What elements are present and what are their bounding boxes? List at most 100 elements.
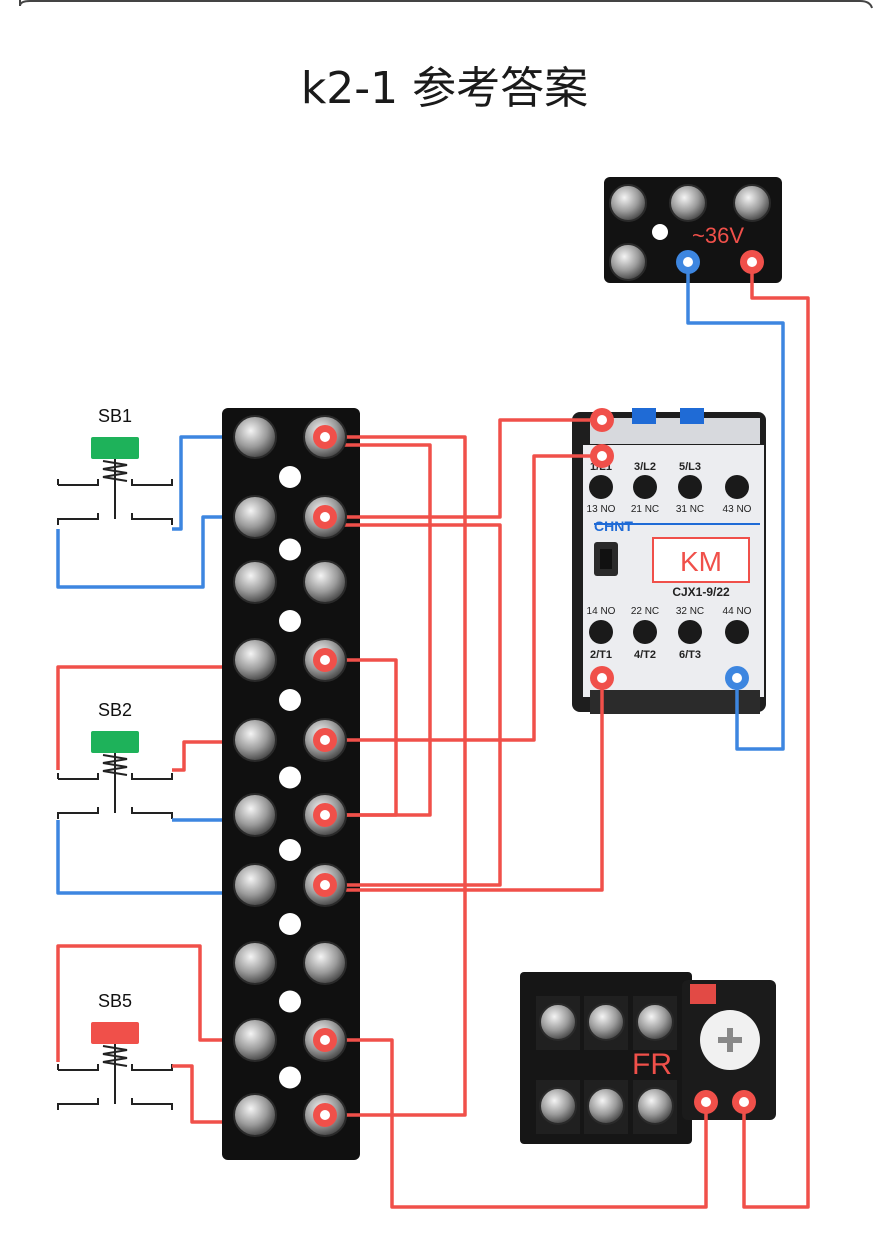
power-terminal-block: ~36V xyxy=(604,177,782,283)
connection-point-center xyxy=(320,1035,330,1045)
button-no-contact xyxy=(57,807,173,819)
overload-screw xyxy=(636,1087,674,1125)
power-label: ~36V xyxy=(692,223,744,248)
red-wire xyxy=(325,658,398,817)
contactor-top-terminal-label: 5/L3 xyxy=(679,461,701,473)
contactor-contact xyxy=(633,620,657,644)
button-nc-contact xyxy=(57,773,173,780)
overload-relay-fr: FR xyxy=(520,972,776,1144)
button-no-contact xyxy=(57,1098,173,1110)
overload-screw xyxy=(587,1003,625,1041)
contactor-model: CJX1-9/22 xyxy=(672,585,730,599)
contactor-name: KM xyxy=(680,546,722,577)
button-nc-contact xyxy=(57,479,173,486)
connection-point-center xyxy=(747,257,757,267)
red-wire xyxy=(325,418,602,519)
connection-point-center xyxy=(320,432,330,442)
connection-point-center xyxy=(597,673,607,683)
red-wire xyxy=(56,944,222,1062)
terminal-screw xyxy=(233,495,277,539)
button-label: SB2 xyxy=(98,700,132,720)
contactor-aux-label: 44 NO xyxy=(723,606,752,617)
terminal-hole xyxy=(279,689,301,711)
button-label: SB5 xyxy=(98,991,132,1011)
contactor-contact xyxy=(633,475,657,499)
red-wire xyxy=(325,454,602,742)
button-cap xyxy=(91,731,139,753)
terminal-screw xyxy=(233,1093,277,1137)
terminal-hole xyxy=(279,466,301,488)
overload-screw xyxy=(636,1003,674,1041)
terminal-hole xyxy=(279,538,301,561)
button-cap xyxy=(91,437,139,459)
power-screw xyxy=(609,243,647,281)
contactor-bottom-terminal-label: 2/T1 xyxy=(590,649,612,661)
page-title: k2-1 参考答案 xyxy=(300,63,589,114)
terminal-screw xyxy=(233,560,277,604)
connection-point-center xyxy=(320,1110,330,1120)
red-wire xyxy=(172,1064,222,1124)
terminal-hole xyxy=(279,990,301,1013)
contactor-contact xyxy=(725,620,749,644)
contactor-aux-label: 22 NC xyxy=(631,606,659,617)
contactor-contact xyxy=(589,620,613,644)
contactor-aux-label: 14 NO xyxy=(587,606,616,617)
blue-wire xyxy=(56,515,222,589)
terminal-screw xyxy=(233,718,277,762)
overload-name: FR xyxy=(632,1048,672,1081)
connection-point-center xyxy=(701,1097,711,1107)
contactor-bottom-terminal-label: 4/T2 xyxy=(634,649,656,661)
connection-point-center xyxy=(597,415,607,425)
contactor-contact xyxy=(678,475,702,499)
connection-point-center xyxy=(320,655,330,665)
terminal-screw xyxy=(233,863,277,907)
terminal-hole xyxy=(279,1066,301,1089)
power-screw xyxy=(609,184,647,222)
button-label: SB1 xyxy=(98,406,132,426)
terminal-hole xyxy=(279,766,301,789)
blue-wire xyxy=(56,820,222,895)
power-hole xyxy=(652,224,668,240)
overload-screw xyxy=(587,1087,625,1125)
terminal-hole xyxy=(279,610,301,632)
connection-point-center xyxy=(739,1097,749,1107)
connection-point-center xyxy=(732,673,742,683)
contactor-aux-label: 43 NO xyxy=(723,504,752,515)
terminal-screw xyxy=(233,638,277,682)
terminal-screw xyxy=(233,793,277,837)
connection-point-center xyxy=(683,257,693,267)
terminal-screw xyxy=(303,560,347,604)
contactor-top-terminal-label: 3/L2 xyxy=(634,461,656,473)
power-screw xyxy=(669,184,707,222)
connection-point-center xyxy=(320,735,330,745)
contactor-contact xyxy=(589,475,613,499)
contactor-brand: CHNT xyxy=(594,518,633,534)
overload-screw xyxy=(539,1003,577,1041)
connection-point-center xyxy=(320,880,330,890)
blue-wire xyxy=(686,262,785,751)
terminal-screw xyxy=(303,941,347,985)
power-screw xyxy=(733,184,771,222)
terminal-screw xyxy=(233,1018,277,1062)
terminal-screw xyxy=(233,415,277,459)
contactor-aux-label: 13 NO xyxy=(587,504,616,515)
overload-screw xyxy=(539,1087,577,1125)
connection-point-center xyxy=(320,512,330,522)
red-wire xyxy=(325,1038,708,1209)
terminal-hole xyxy=(279,839,301,861)
blue-wire xyxy=(172,435,222,531)
contactor-aux-label: 32 NC xyxy=(676,606,704,617)
red-wire xyxy=(742,262,810,1209)
window-edge xyxy=(19,0,873,9)
button-cap xyxy=(91,1022,139,1044)
red-wire xyxy=(325,523,502,887)
contactor-contact xyxy=(678,620,702,644)
contactor-aux-label: 31 NC xyxy=(676,504,704,515)
contactor-bottom-terminal-label: 6/T3 xyxy=(679,649,701,661)
terminal-hole xyxy=(279,913,301,935)
terminal-screw xyxy=(233,941,277,985)
contactor-contact xyxy=(725,475,749,499)
connection-point-center xyxy=(597,451,607,461)
